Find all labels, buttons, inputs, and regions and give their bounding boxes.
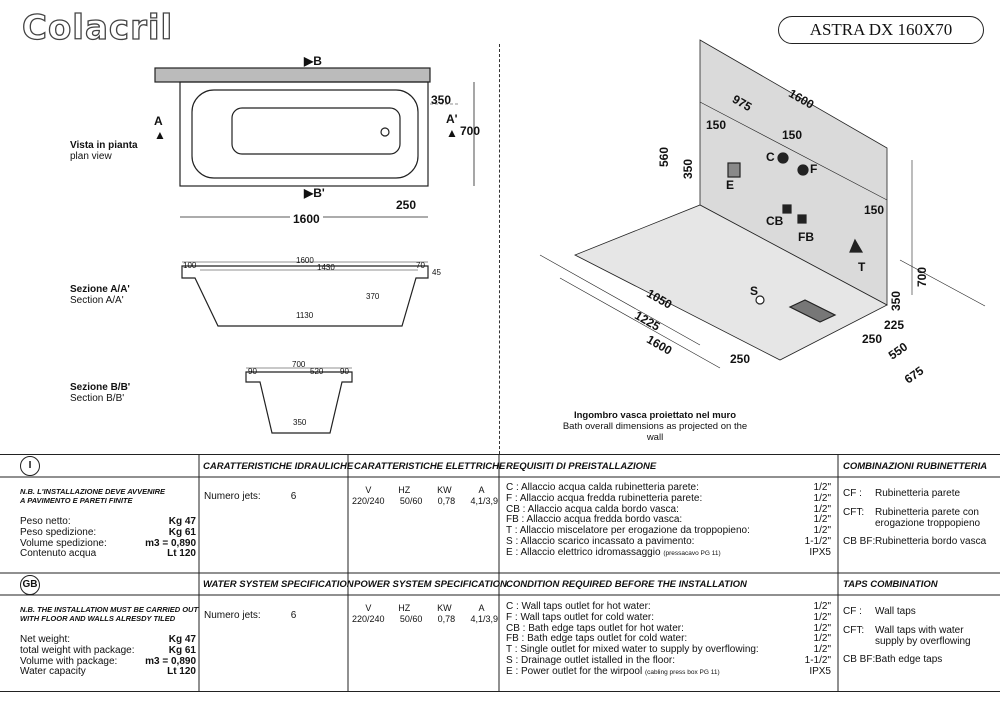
sectionB-profile bbox=[245, 371, 353, 434]
req-row: FB : Bath edge taps outlet for cold wate… bbox=[506, 633, 831, 645]
sectionA-dim-100: 100 bbox=[183, 261, 197, 270]
iso-dim-150-c: 150 bbox=[864, 203, 885, 217]
iso-point-f: F bbox=[810, 162, 818, 176]
plan-dim-350: 350 bbox=[431, 93, 452, 107]
iso-dim-150-a: 150 bbox=[706, 118, 727, 132]
italian-req-list: C : Allaccio acqua calda rubinetteria pa… bbox=[506, 482, 831, 560]
english-hydro-header: WATER SYSTEM SPECIFICATION bbox=[203, 579, 354, 590]
req-row: S : Allaccio scarico incassato a pavimen… bbox=[506, 535, 831, 547]
italian-elec-header: CARATTERISTICHE ELETTRICHE bbox=[354, 461, 506, 472]
plan-marker-a2: A'▲ bbox=[446, 112, 458, 140]
iso-dim-560: 560 bbox=[657, 146, 672, 168]
italian-jets: Numero jets:6 bbox=[204, 491, 297, 502]
iso-point-fb: FB bbox=[798, 230, 814, 244]
iso-dim-225: 225 bbox=[884, 318, 905, 332]
flag-italian: I bbox=[20, 456, 40, 476]
sectionA-dim-1430: 1430 bbox=[317, 263, 335, 272]
req-row: E : Power outlet for the wirpool (cablin… bbox=[506, 665, 831, 677]
sectionB-dim-700: 700 bbox=[292, 360, 306, 369]
sectionB-dim-350: 350 bbox=[293, 418, 307, 427]
sectionA-dim-45: 45 bbox=[432, 268, 441, 277]
english-elec-header: POWER SYSTEM SPECIFICATION bbox=[354, 579, 507, 590]
req-row: S : Drainage outlet istalled in the floo… bbox=[506, 654, 831, 666]
english-note: N.B. THE INSTALLATION MUST BE CARRIED OU… bbox=[20, 605, 199, 623]
req-row: FB : Allaccio acqua fredda bordo vasca:1… bbox=[506, 514, 831, 526]
sectionB-dim-90-left: 90 bbox=[248, 367, 257, 376]
iso-dim-700: 700 bbox=[915, 266, 930, 288]
req-row: E : Allaccio elettrico idromassaggio (pr… bbox=[506, 546, 831, 558]
req-row: CB : Allaccio acqua calda bordo vasca:1/… bbox=[506, 503, 831, 515]
brand-logo: Colacril bbox=[21, 7, 174, 48]
italian-req-header: REQUISITI DI PREISTALLAZIONE bbox=[506, 461, 657, 472]
sectionA-label: Sezione A/A'Section A/A' bbox=[70, 284, 130, 306]
req-row: C : Allaccio acqua calda rubinetteria pa… bbox=[506, 482, 831, 493]
sectionA-dim-70: 70 bbox=[416, 261, 425, 270]
sectionB-dim-90-right: 90 bbox=[340, 367, 349, 376]
plan-drain bbox=[380, 127, 390, 137]
iso-dim-250-a: 250 bbox=[730, 352, 751, 366]
iso-dim-350-b: 350 bbox=[889, 290, 904, 312]
italian-comb-header: COMBINAZIONI RUBINETTERIA bbox=[843, 461, 988, 472]
plan-dim-700: 700 bbox=[460, 124, 481, 138]
iso-dim-150-b: 150 bbox=[782, 128, 803, 142]
vertical-divider bbox=[499, 44, 500, 454]
sectionA-profile bbox=[181, 265, 429, 327]
req-row: T : Single outlet for mixed water to sup… bbox=[506, 644, 831, 656]
sectionA-dim-370: 370 bbox=[366, 292, 380, 301]
plan-outline bbox=[179, 81, 429, 187]
req-row: T : Allaccio miscelatore per erogazione … bbox=[506, 525, 831, 537]
table-grid bbox=[0, 455, 1000, 691]
english-weights: Net weight:Kg 47 total weight with packa… bbox=[20, 634, 196, 678]
model-title: ASTRA DX 160X70 bbox=[778, 16, 984, 44]
iso-dim-350: 350 bbox=[681, 158, 696, 180]
english-jets: Numero jets:6 bbox=[204, 610, 297, 621]
req-row: F : Allaccio acqua fredda rubinetteria p… bbox=[506, 492, 831, 504]
sectionB-dim-520: 520 bbox=[310, 367, 324, 376]
flag-english: GB bbox=[20, 575, 40, 595]
italian-weights: Peso netto:Kg 47 Peso spedizione:Kg 61 V… bbox=[20, 516, 196, 560]
iso-point-cb: CB bbox=[766, 214, 784, 228]
italian-comb-list: CF :Rubinetteria parete CFT:Rubinetteria… bbox=[843, 488, 987, 548]
english-comb-header: TAPS COMBINATION bbox=[843, 579, 938, 590]
sectionA-dim-1600: 1600 bbox=[296, 256, 314, 265]
plan-wall bbox=[154, 67, 431, 83]
plan-dim-1600: 1600 bbox=[290, 212, 323, 226]
sectionA-dim-1130: 1130 bbox=[296, 311, 314, 320]
iso-point-t: T bbox=[858, 260, 866, 274]
iso-point-c: C bbox=[766, 150, 775, 164]
plan-dim-250: 250 bbox=[396, 198, 417, 212]
english-req-list: C : Wall taps outlet for hot water:1/2" … bbox=[506, 601, 831, 679]
iso-dim-250-b: 250 bbox=[862, 332, 883, 346]
english-req-header: CONDITION REQUIRED BEFORE THE INSTALLATI… bbox=[506, 579, 747, 590]
iso-point-e: E bbox=[726, 178, 735, 192]
req-row: CB : Bath edge taps outlet for hot water… bbox=[506, 622, 831, 634]
plan-marker-b: ▶B bbox=[304, 54, 322, 68]
iso-point-s: S bbox=[750, 284, 759, 298]
plan-marker-b2: ▶B' bbox=[304, 186, 325, 200]
req-row: F : Wall taps outlet for cold water:1/2" bbox=[506, 611, 831, 623]
english-comb-list: CF :Wall taps CFT:Wall taps with water s… bbox=[843, 606, 971, 666]
req-row: C : Wall taps outlet for hot water:1/2" bbox=[506, 601, 831, 612]
plan-basin bbox=[231, 107, 401, 155]
iso-floor bbox=[574, 204, 888, 361]
sectionB-label: Sezione B/B'Section B/B' bbox=[70, 382, 131, 404]
plan-marker-a: A▲ bbox=[154, 114, 166, 142]
italian-hydro-header: CARATTERISTICHE IDRAULICHE bbox=[203, 461, 354, 472]
plan-rim bbox=[191, 89, 419, 179]
